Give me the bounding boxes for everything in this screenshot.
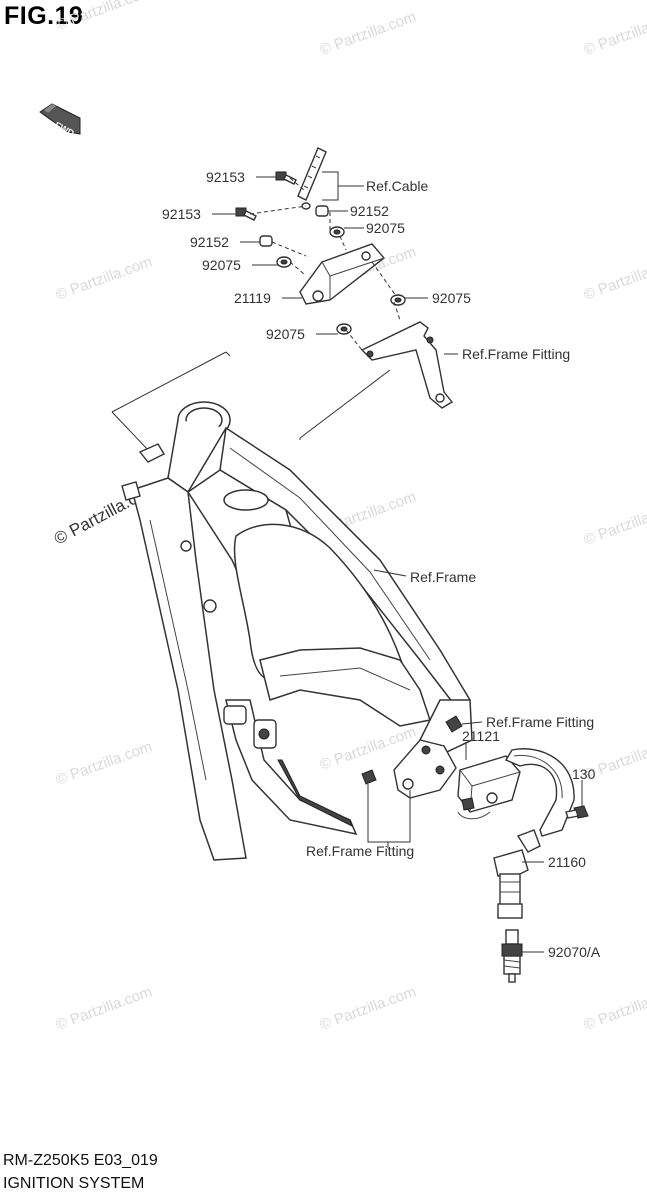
callout-92075-left: 92075 — [202, 257, 241, 273]
leader-lines — [212, 171, 583, 953]
system-name: IGNITION SYSTEM — [3, 1175, 145, 1192]
callout-ref-frame: Ref.Frame — [410, 569, 476, 585]
callout-21121: 21121 — [462, 728, 500, 744]
watermark: © Partzilla.com — [318, 8, 419, 59]
watermark: © Partzilla.com — [582, 983, 647, 1034]
callout-92070a: 92070/A — [548, 944, 601, 960]
screw-icon — [565, 805, 589, 819]
grommet-icon — [329, 226, 345, 238]
spark-plug — [501, 929, 523, 983]
bolt-icon — [235, 207, 257, 221]
callout-92152-left: 92152 — [190, 234, 229, 250]
callout-92075-top: 92075 — [366, 220, 405, 236]
watermark: © Partzilla.com — [54, 983, 155, 1034]
callout-92153: 92153 — [162, 206, 201, 222]
callout-92075-bottom: 92075 — [266, 326, 305, 342]
bolt-icon — [275, 171, 297, 185]
watermark: © Partzilla.com — [318, 983, 419, 1034]
ignitor-bracket-assembly — [235, 147, 454, 409]
callout-ref-frame-fitting-bottom: Ref.Frame Fitting — [306, 843, 414, 859]
callout-ref-cable: Ref.Cable — [366, 178, 428, 194]
callout-ref-frame-fitting-top: Ref.Frame Fitting — [462, 346, 570, 362]
callout-130: 130 — [572, 766, 596, 782]
grommet-icon — [390, 294, 406, 306]
callout-92152-right: 92152 — [350, 203, 389, 219]
watermark: © Partzilla.com — [54, 738, 155, 789]
ignition-coil-assembly — [361, 715, 589, 983]
callout-92075-right: 92075 — [432, 290, 471, 306]
collar-icon — [259, 235, 273, 247]
watermark: © Partzilla.com — [582, 253, 647, 304]
fwd-arrow-icon: FWD — [39, 103, 81, 139]
watermark: © Partzilla.com — [582, 498, 647, 549]
collar-icon — [315, 205, 329, 217]
frame-fitting-bracket — [360, 321, 454, 409]
callout-labels: 92153 Ref.Cable 92153 92152 92075 92152 … — [162, 169, 601, 960]
grommet-icon — [276, 256, 292, 268]
grommet-icon — [336, 323, 352, 335]
watermark: © Partzilla.com — [582, 8, 647, 59]
ignitor-unit — [299, 243, 386, 305]
watermark: © Partzilla.com — [54, 253, 155, 304]
callout-21160: 21160 — [548, 854, 586, 870]
motorcycle-frame — [121, 401, 473, 861]
nut-icon — [461, 797, 475, 811]
figure-title: FIG.19 — [4, 2, 84, 30]
nut-icon — [361, 769, 377, 785]
callout-ref-frame-fitting-mid: Ref.Frame Fitting — [486, 714, 594, 730]
spark-plug-cap — [493, 829, 541, 919]
model-code: RM-Z250K5 E03_019 — [3, 1152, 158, 1169]
callout-21119: 21119 — [234, 290, 271, 306]
nut-icon — [445, 715, 463, 733]
callout-92153-top: 92153 — [206, 169, 245, 185]
watermark: © Partzilla.com — [54, 0, 155, 34]
